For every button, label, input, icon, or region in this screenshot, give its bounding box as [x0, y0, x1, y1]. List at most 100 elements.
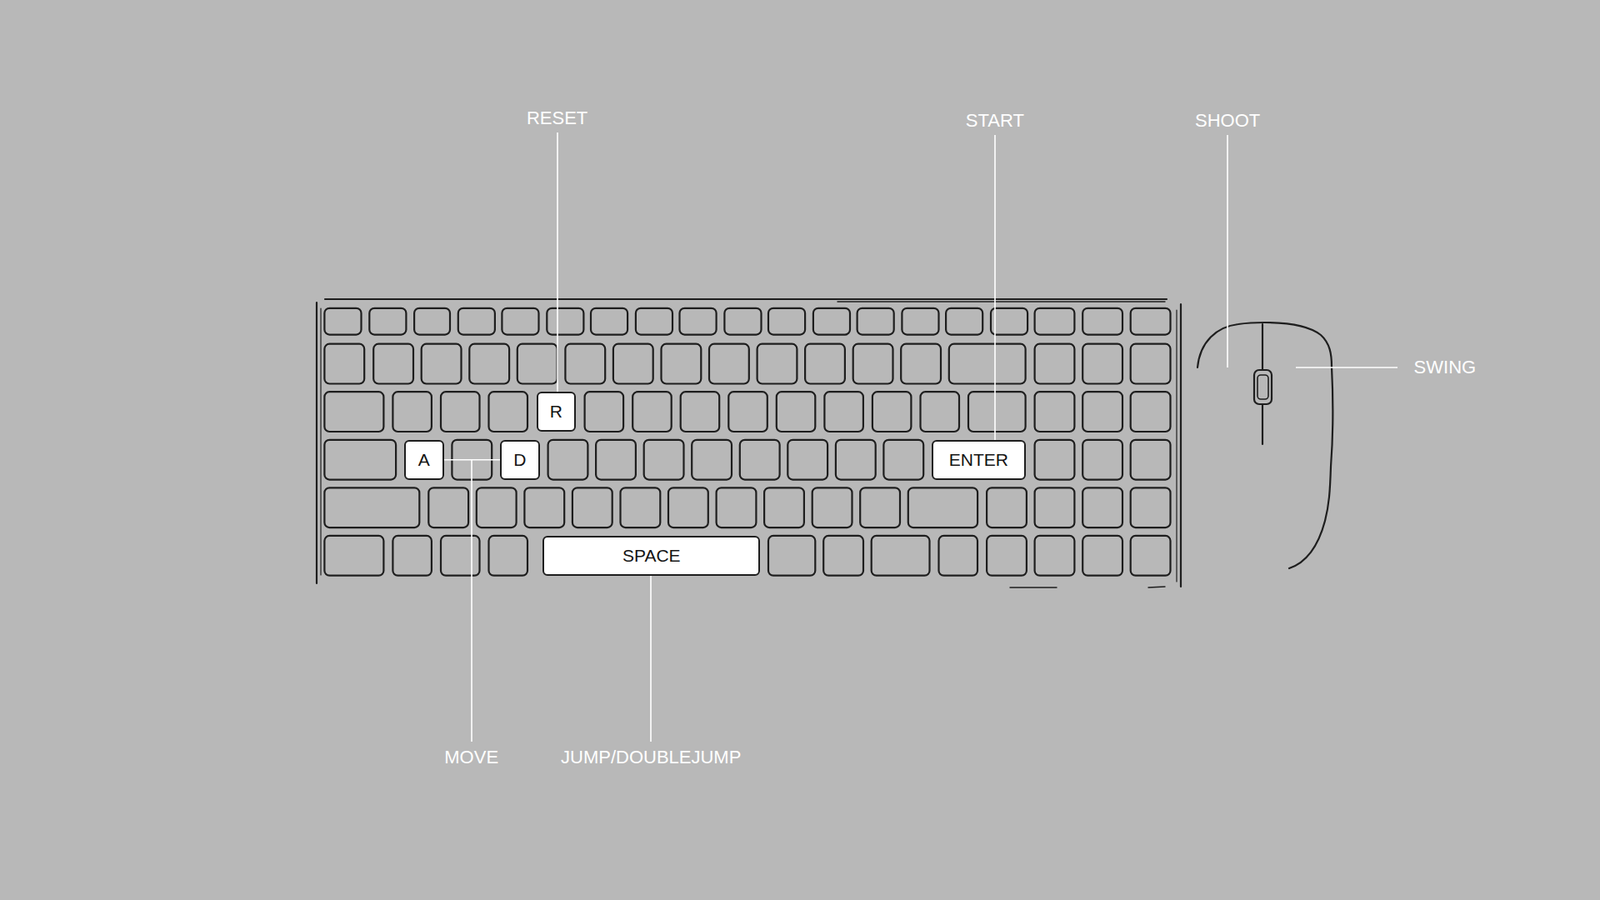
key: [900, 344, 941, 385]
key: [787, 440, 828, 480]
key: [661, 344, 702, 385]
key: [1130, 535, 1171, 576]
key: [440, 391, 480, 432]
control-label: RESET: [526, 107, 588, 130]
key-label: SPACE: [622, 545, 681, 566]
key: [489, 535, 529, 576]
key: [414, 308, 450, 335]
key: [476, 487, 517, 528]
frame-left-sketch: [320, 308, 321, 575]
control-label: MOVE: [444, 746, 499, 769]
frame-top: [325, 298, 1167, 300]
key: [373, 344, 414, 385]
scroll-wheel-inner: [1257, 375, 1269, 400]
key: [680, 308, 717, 335]
key: [871, 535, 930, 576]
key: [324, 440, 396, 480]
control-label: SWING: [1414, 356, 1477, 379]
mouse-body: [1197, 322, 1333, 569]
key: [812, 487, 853, 528]
key: [620, 487, 661, 528]
key: [1082, 391, 1123, 432]
key: [369, 308, 406, 335]
highlighted-key: D: [500, 440, 540, 480]
key: [392, 535, 432, 576]
key-label: R: [550, 401, 563, 422]
key: [585, 391, 625, 432]
key: [920, 391, 960, 432]
key: [1130, 487, 1171, 528]
key: [757, 344, 798, 385]
highlighted-key: A: [404, 440, 445, 480]
key: [546, 308, 584, 335]
key: [857, 308, 895, 335]
highlighted-key: SPACE: [542, 535, 760, 576]
frame-bottom: [1148, 586, 1165, 588]
key: [1082, 440, 1123, 480]
control-label: SHOOT: [1195, 110, 1260, 132]
key: [824, 391, 864, 432]
key: [680, 391, 720, 432]
frame-right: [1180, 304, 1182, 587]
key: [595, 440, 636, 480]
key: [990, 308, 1028, 335]
key: [1130, 391, 1171, 432]
key: [635, 308, 673, 335]
leader-connector: [444, 459, 500, 461]
leader-line: [1226, 135, 1229, 368]
key: [590, 308, 628, 335]
leader-line: [650, 575, 652, 742]
frame-right-sketch: [1175, 310, 1177, 582]
key: [458, 308, 495, 335]
key: [709, 344, 750, 385]
key: [572, 487, 613, 528]
key: [613, 344, 654, 385]
key: [469, 344, 510, 385]
key: [986, 535, 1027, 576]
key: [1082, 344, 1123, 385]
key: [945, 308, 983, 335]
key-label: ENTER: [949, 450, 1009, 470]
key: [1035, 391, 1075, 432]
key: [548, 440, 589, 480]
key: [1082, 535, 1123, 576]
key-label: D: [513, 450, 526, 470]
key: [1130, 440, 1171, 480]
highlighted-key: ENTER: [931, 440, 1026, 480]
key: [668, 487, 709, 528]
key: [939, 535, 979, 576]
key: [728, 391, 768, 432]
key: [1035, 440, 1075, 480]
key-label: A: [418, 450, 430, 470]
highlighted-key: R: [536, 391, 576, 432]
key: [716, 487, 757, 528]
key: [805, 344, 845, 385]
frame-bottom: [1010, 586, 1057, 588]
key: [644, 440, 685, 480]
frame-left: [315, 302, 318, 584]
key: [768, 308, 805, 335]
leader-line: [556, 132, 559, 392]
key: [428, 487, 469, 528]
key: [489, 391, 529, 432]
key: [324, 344, 365, 385]
leader-line: [994, 135, 996, 440]
key: [860, 487, 900, 528]
leader-line: [470, 460, 473, 742]
mouse: [1197, 322, 1333, 569]
frame-top-sketch: [837, 300, 1165, 302]
key: [524, 487, 565, 528]
key: [1082, 487, 1123, 528]
key: [1035, 308, 1075, 335]
key: [392, 391, 432, 432]
key: [768, 535, 815, 576]
key: [872, 391, 912, 432]
key: [324, 487, 420, 528]
key: [440, 535, 480, 576]
keyboard-frame: [316, 299, 1181, 588]
key: [324, 308, 361, 335]
control-label: JUMP/DOUBLEJUMP: [560, 746, 741, 769]
key: [908, 487, 978, 528]
